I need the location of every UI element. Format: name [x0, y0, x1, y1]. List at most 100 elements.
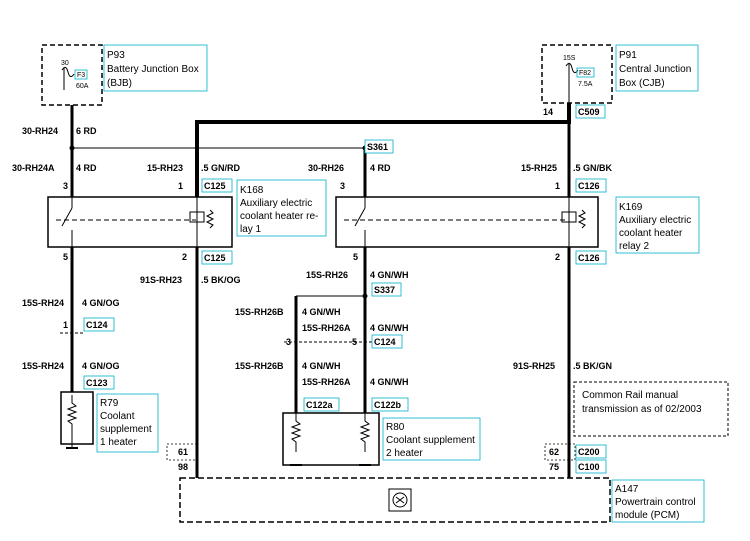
- r80-line2: 2 heater: [386, 448, 423, 459]
- heater-element-icon: [66, 395, 78, 432]
- wire-spec: 4 GN/WH: [302, 307, 341, 317]
- variant-note: Common Rail manual transmission as of 02…: [573, 381, 729, 437]
- wire-circuit: 91S-RH23: [140, 275, 182, 285]
- pin-number: 98: [178, 462, 188, 472]
- p93-pin-label: 30: [61, 60, 69, 67]
- k168-id: K168: [240, 185, 264, 196]
- connector-c122b: C122b: [374, 400, 402, 410]
- a147-line1: Powertrain control: [615, 497, 696, 508]
- note-line1: Common Rail manual: [582, 390, 678, 401]
- a147-label-box: [611, 479, 705, 523]
- k168-line2: coolant heater re-: [240, 211, 318, 222]
- heater-element-icon: [290, 413, 302, 452]
- pin-number: 2: [555, 252, 560, 262]
- p91-fuse-box: [576, 67, 595, 78]
- wire-circuit: 15-RH23: [147, 163, 183, 173]
- connector-labels: C509 S361 C125 C126 C125 C126 S337 C124 …: [83, 104, 607, 474]
- resistor-icon: [577, 209, 587, 229]
- wire-circuit: 15S-RH26B: [235, 361, 284, 371]
- wire-circuit: 30-RH24A: [12, 163, 55, 173]
- p93-label-box: [103, 44, 208, 92]
- wire-circuit: 30-RH26: [308, 163, 344, 173]
- wire-spec: 6 RD: [76, 126, 97, 136]
- k169-line1: Auxiliary electric: [619, 215, 691, 226]
- wire-circuit: 30-RH24: [22, 126, 58, 136]
- fuse-icon: [61, 66, 75, 78]
- wire-circuit: 15S-RH26B: [235, 307, 284, 317]
- p93-name-2: (BJB): [107, 78, 132, 89]
- connector-c125-bottom: C125: [204, 253, 226, 263]
- pcm-symbol-box: [388, 488, 412, 512]
- heater-element-icon: [359, 413, 371, 452]
- pin-number: 3: [286, 337, 291, 347]
- pin-number: 3: [63, 181, 68, 191]
- wire-spec: 4 GN/WH: [370, 270, 409, 280]
- pin-numbers: 14 3 1 5 2 3 1 5 2 1 3 5 61 98 62 75: [63, 107, 560, 472]
- p93-fuse-box: [74, 69, 88, 80]
- r80-id: R80: [386, 422, 405, 433]
- connector-c200: C200: [578, 447, 600, 457]
- p91-name-2: Box (CJB): [619, 78, 665, 89]
- pin-number: 14: [543, 107, 553, 117]
- pin-number: 5: [352, 337, 357, 347]
- wire-circuit: 15S-RH24: [22, 298, 64, 308]
- wire-lines: [60, 103, 571, 478]
- wire-spec: 4 GN/OG: [82, 298, 120, 308]
- k169-label-box: [615, 196, 700, 254]
- k169-line3: relay 2: [619, 241, 649, 252]
- r79-line1: Coolant: [100, 411, 135, 422]
- r79-label-box: [96, 393, 159, 453]
- wire-spec: .5 BK/GN: [573, 361, 612, 371]
- p93-fuse-label: F3: [77, 72, 85, 79]
- wire-spec: 4 RD: [370, 163, 391, 173]
- wire-circuit: 15S-RH26: [306, 270, 348, 280]
- k168-label-box: [236, 179, 327, 237]
- pin-number: 75: [549, 462, 559, 472]
- pin-number: 1: [178, 181, 183, 191]
- connector-c126-bottom: C126: [578, 253, 600, 263]
- connector-c125-top: C125: [204, 181, 226, 191]
- p91-id: P91: [619, 50, 637, 61]
- switch-contact-icon: [354, 207, 366, 227]
- r80-heater: R80 Coolant supplement 2 heater: [282, 412, 481, 466]
- pin-number: 5: [63, 252, 68, 262]
- wire-spec: 4 RD: [76, 163, 97, 173]
- connector-c123: C123: [86, 378, 108, 388]
- pin-number: 1: [63, 320, 68, 330]
- splice-s361: S361: [367, 142, 388, 152]
- wire-spec: 4 GN/WH: [302, 361, 341, 371]
- k169-line2: coolant heater: [619, 228, 683, 239]
- wire-spec: .5 GN/RD: [201, 163, 241, 173]
- k168-relay: K168 Auxiliary electric coolant heater r…: [47, 179, 327, 248]
- wire-spec: 4 GN/WH: [370, 377, 409, 387]
- wire-circuit: 91S-RH25: [513, 361, 555, 371]
- p91-label-box: [615, 44, 699, 92]
- p93-name-1: Battery Junction Box: [107, 64, 199, 75]
- wire-circuit: 15S-RH26A: [302, 377, 351, 387]
- connector-c126-top: C126: [578, 181, 600, 191]
- splice-s337: S337: [374, 285, 395, 295]
- connector-c100: C100: [578, 462, 600, 472]
- control-module-icon: [392, 492, 408, 508]
- wire-circuit: 15S-RH26A: [302, 323, 351, 333]
- p93-battery-junction-box: 30 F3 60A P93 Battery Junction Box (BJB): [41, 44, 208, 106]
- r79-line2: supplement: [100, 424, 152, 435]
- wire-labels: 30-RH24 6 RD 30-RH24A 4 RD 15-RH23 .5 GN…: [12, 126, 613, 387]
- wire-circuit: 15-RH25: [521, 163, 557, 173]
- connector-c124-left: C124: [86, 320, 108, 330]
- pin-number: 2: [182, 252, 187, 262]
- wire-spec: .5 GN/BK: [573, 163, 613, 173]
- pin-number: 1: [555, 181, 560, 191]
- r80-line1: Coolant supplement: [386, 435, 475, 446]
- connector-c124-right: C124: [374, 337, 396, 347]
- wire-spec: 4 GN/WH: [370, 323, 409, 333]
- pin-number: 62: [549, 447, 559, 457]
- connector-c509: C509: [578, 107, 600, 117]
- p91-central-junction-box: 15S F82 7.5A P91 Central Junction Box (C…: [541, 44, 699, 104]
- wire-spec: 4 GN/OG: [82, 361, 120, 371]
- a147-pcm: A147 Powertrain control module (PCM): [166, 443, 705, 523]
- p93-fuse-rating: 60A: [76, 83, 89, 90]
- wire-spec: .5 BK/OG: [201, 275, 241, 285]
- note-line2: transmission as of 02/2003: [582, 404, 702, 415]
- wire-circuit: 15S-RH24: [22, 361, 64, 371]
